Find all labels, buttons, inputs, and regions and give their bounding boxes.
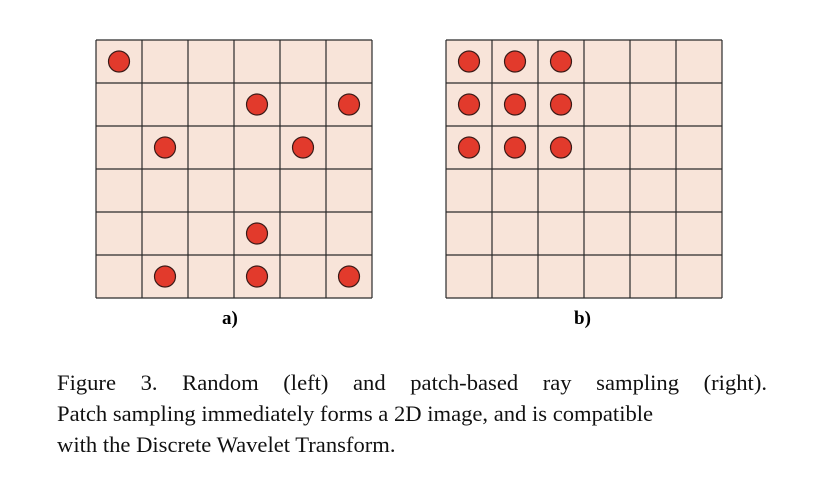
sample-ray-dot xyxy=(457,93,481,116)
sample-ray-dot xyxy=(337,93,361,116)
sample-ray-dot xyxy=(291,136,315,159)
sample-ray-dot xyxy=(549,93,573,116)
sample-ray-dot xyxy=(503,136,527,159)
sample-ray-dot xyxy=(153,136,177,159)
sample-ray-dot xyxy=(153,265,177,288)
sample-ray-dot xyxy=(245,93,269,116)
sample-ray-dot xyxy=(337,265,361,288)
caption-line-3: with the Discrete Wavelet Transform. xyxy=(57,432,396,457)
panel-a-label: a) xyxy=(222,308,238,329)
sample-ray-dot xyxy=(245,265,269,288)
sample-ray-dot xyxy=(107,50,131,73)
patch-sampling-grid xyxy=(445,39,723,299)
sample-ray-dot xyxy=(549,136,573,159)
sample-ray-dot xyxy=(549,50,573,73)
figure-caption: Figure 3. Random (left) and patch-based … xyxy=(57,367,767,460)
patch-sampling-svg xyxy=(445,39,723,299)
sample-ray-dot xyxy=(457,50,481,73)
caption-line-1: Figure 3. Random (left) and patch-based … xyxy=(57,370,767,395)
random-sampling-svg xyxy=(95,39,373,299)
sample-ray-dot xyxy=(245,222,269,245)
sample-ray-dot xyxy=(503,50,527,73)
caption-line-2: Patch sampling immediately forms a 2D im… xyxy=(57,401,654,426)
random-sampling-grid xyxy=(95,39,373,299)
sample-ray-dot xyxy=(503,93,527,116)
sample-ray-dot xyxy=(457,136,481,159)
panel-b-label: b) xyxy=(574,308,591,329)
